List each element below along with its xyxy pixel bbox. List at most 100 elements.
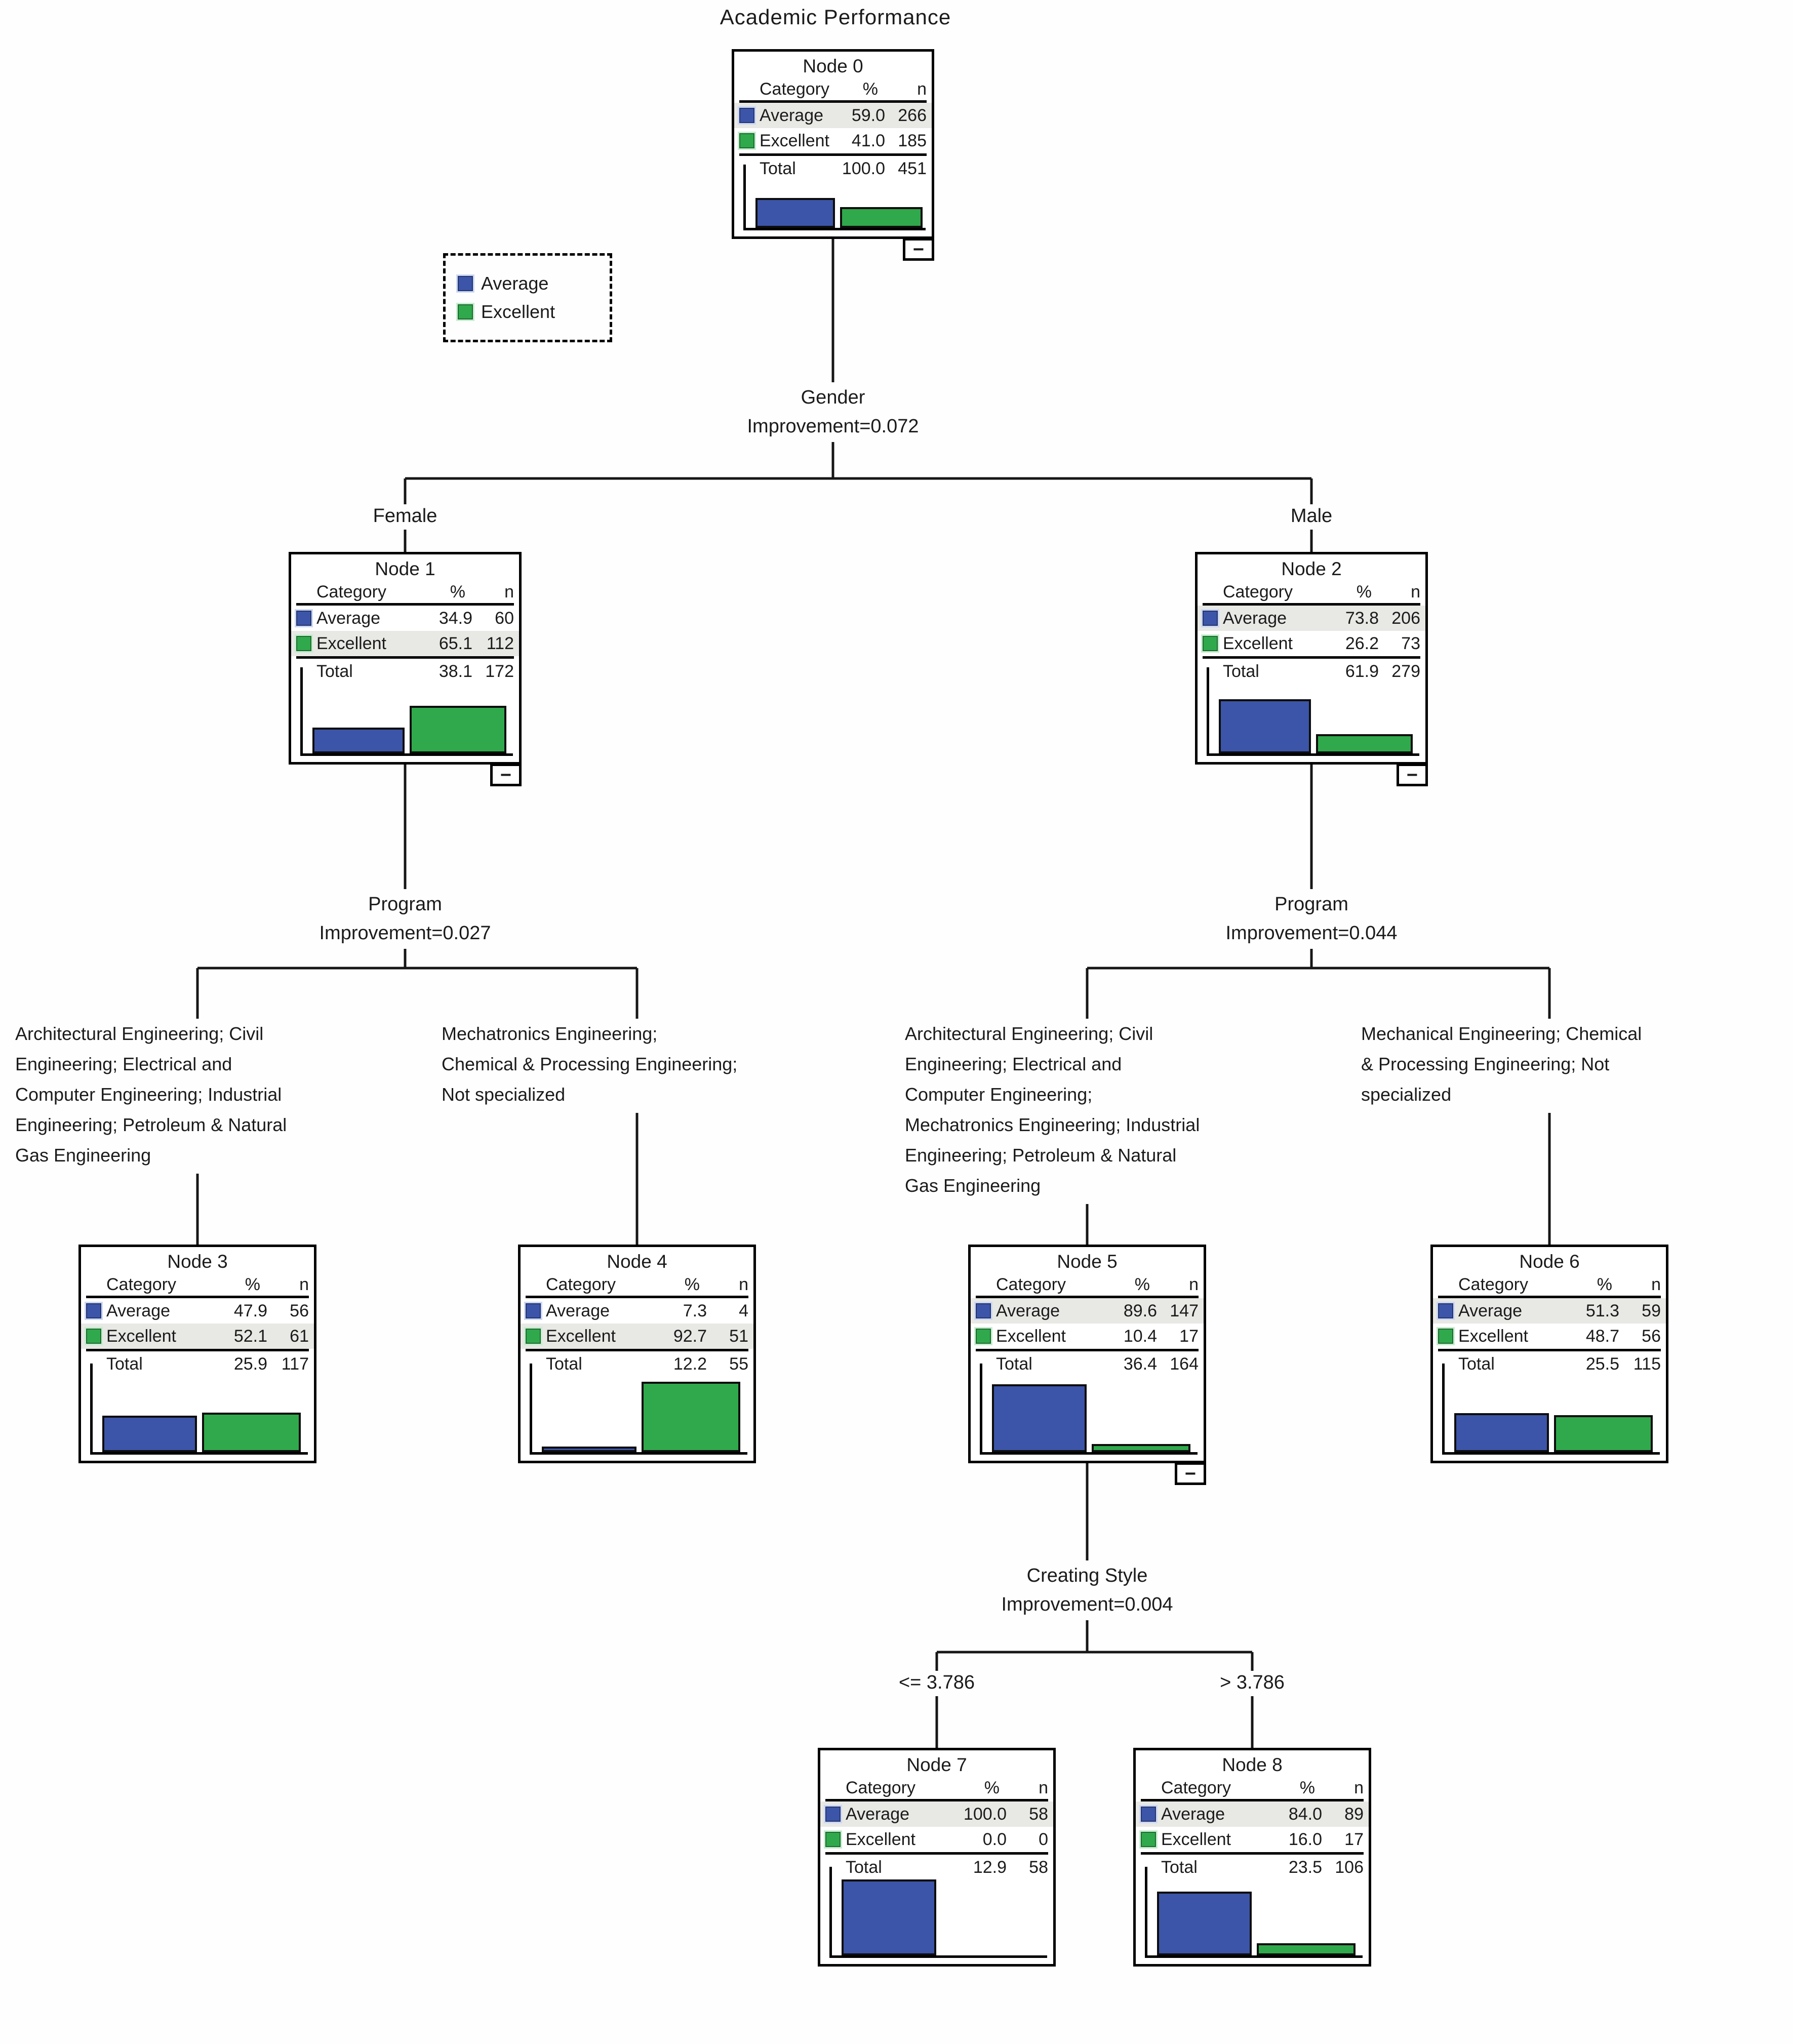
average-swatch-icon (1203, 611, 1218, 626)
collapse-button[interactable]: − (1175, 1462, 1206, 1485)
average-swatch-icon (825, 1807, 841, 1822)
row-average: Average 51.3 59 (1433, 1298, 1666, 1324)
col-category: Category (106, 1274, 176, 1294)
excellent-swatch-icon (296, 636, 311, 651)
excellent-swatch-icon (976, 1329, 991, 1344)
branch-label-node4: Mechatronics Engineering; Chemical & Pro… (442, 1023, 738, 1105)
col-n: n (1189, 1274, 1199, 1294)
node-0: Node 0 Category % n Average 59.0 266 Exc… (732, 49, 934, 261)
excellent-swatch-icon (1141, 1832, 1156, 1847)
legend-label: Excellent (481, 301, 555, 322)
row-excellent: Excellent 65.1 112 (291, 631, 519, 656)
row-total: Total 12.9 58 (846, 1857, 1048, 1877)
row-total: Total 36.4 164 (996, 1354, 1199, 1374)
average-bar (1454, 1413, 1549, 1452)
row-total: Total 23.5 106 (1161, 1857, 1364, 1877)
branch-value-female: Female (373, 505, 437, 527)
node-title: Node 8 (1222, 1754, 1283, 1775)
col-n: n (739, 1274, 748, 1294)
row-total: Total 25.5 115 (1458, 1354, 1661, 1374)
table-header: Category % n (1433, 1273, 1666, 1296)
col-pct: % (1134, 1274, 1150, 1294)
excellent-swatch-icon (86, 1329, 101, 1344)
row-average: Average 89.6 147 (971, 1298, 1204, 1324)
excellent-swatch-icon (1438, 1329, 1453, 1344)
average-bar (1219, 699, 1311, 753)
split-improvement: Improvement=0.044 (1225, 923, 1398, 944)
node-bar-chart (298, 667, 513, 756)
legend-label: Average (481, 273, 549, 294)
node-bar-chart (528, 1364, 747, 1455)
col-n: n (504, 582, 514, 602)
split-variable: Creating Style (1026, 1565, 1148, 1586)
average-swatch-icon (526, 1303, 541, 1318)
node-title: Node 1 (375, 558, 435, 579)
col-pct: % (1299, 1778, 1315, 1797)
split-gender: Gender Improvement=0.072 (666, 383, 1000, 441)
row-excellent: Excellent 41.0 185 (734, 128, 932, 153)
col-category: Category (846, 1778, 915, 1797)
split-creating-style: Creating Style Improvement=0.004 (920, 1561, 1254, 1619)
node-4: Node 4 Category % n Average 7.3 4 Excell… (518, 1245, 756, 1463)
node-title: Node 4 (607, 1251, 667, 1272)
average-swatch-icon (1141, 1807, 1156, 1822)
average-swatch-icon (1438, 1303, 1453, 1318)
col-pct: % (450, 582, 465, 602)
col-n: n (1354, 1778, 1364, 1797)
col-n: n (1411, 582, 1420, 602)
excellent-bar (1316, 734, 1413, 753)
split-variable: Program (368, 894, 442, 915)
table-header: Category % n (521, 1273, 753, 1296)
average-bar (1157, 1892, 1252, 1955)
col-category: Category (996, 1274, 1066, 1294)
col-n: n (1039, 1778, 1048, 1797)
table-header: Category % n (734, 78, 932, 100)
excellent-bar (641, 1381, 740, 1452)
average-bar (992, 1384, 1087, 1452)
row-average: Average 84.0 89 (1136, 1801, 1369, 1827)
row-excellent: Excellent 48.7 56 (1433, 1324, 1666, 1349)
branch-value-male: Male (1290, 505, 1333, 527)
average-bar (542, 1447, 636, 1452)
collapse-button[interactable]: − (490, 764, 522, 786)
branch-label-node3: Architectural Engineering; Civil Enginee… (15, 1023, 287, 1166)
excellent-bar (1256, 1943, 1356, 1955)
average-swatch-icon (976, 1303, 991, 1318)
collapse-button[interactable]: − (903, 238, 934, 261)
row-excellent: Excellent 0.0 0 (820, 1827, 1053, 1852)
node-title: Node 3 (167, 1251, 228, 1272)
excellent-bar (202, 1412, 301, 1452)
node-1: Node 1 Category % n Average 34.9 60 Exce… (289, 552, 522, 786)
row-total: Total 100.0 451 (760, 158, 927, 178)
node-title: Node 7 (906, 1754, 967, 1775)
node-bar-chart (827, 1867, 1047, 1958)
node-6: Node 6 Category % n Average 51.3 59 Exce… (1430, 1245, 1668, 1463)
row-average: Average 34.9 60 (291, 606, 519, 631)
row-average: Average 47.9 56 (81, 1298, 314, 1324)
row-excellent: Excellent 52.1 61 (81, 1324, 314, 1349)
excellent-swatch-icon (526, 1329, 541, 1344)
average-bar (312, 728, 405, 753)
legend-item-excellent: Excellent (458, 301, 610, 323)
table-header: Category % n (291, 581, 519, 603)
row-excellent: Excellent 10.4 17 (971, 1324, 1204, 1349)
col-pct: % (1597, 1274, 1612, 1294)
row-excellent: Excellent 26.2 73 (1198, 631, 1425, 656)
col-category: Category (316, 582, 386, 602)
col-pct: % (862, 79, 878, 99)
tree-title: Academic Performance (720, 5, 951, 29)
excellent-swatch-icon (458, 304, 473, 319)
table-header: Category % n (1198, 581, 1425, 603)
split-improvement: Improvement=0.027 (319, 923, 491, 944)
node-title: Node 0 (803, 56, 863, 76)
average-swatch-icon (86, 1303, 101, 1318)
row-average: Average 100.0 58 (820, 1801, 1053, 1827)
average-bar (102, 1416, 197, 1452)
branch-label-node6: Mechanical Engineering; Chemical & Proce… (1361, 1023, 1642, 1105)
row-total: Total 38.1 172 (316, 661, 514, 681)
branch-value-gt: > 3.786 (1220, 1672, 1285, 1693)
node-bar-chart (1440, 1364, 1660, 1455)
collapse-button[interactable]: − (1397, 764, 1428, 786)
node-bar-chart (741, 165, 926, 230)
